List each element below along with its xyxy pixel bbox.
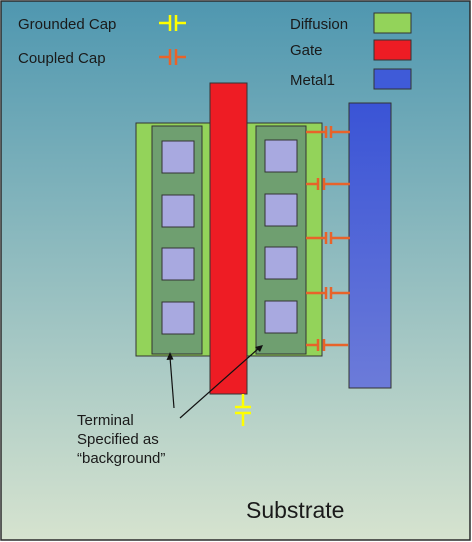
contact — [264, 300, 298, 334]
coupled-cap-legend-icon — [159, 49, 186, 65]
legend-gate-label: Gate — [290, 42, 323, 59]
legend-diffusion-label: Diffusion — [290, 16, 348, 33]
arrow-to-left-terminal — [169, 356, 175, 409]
terminal-annotation-line3: “background” — [77, 450, 165, 467]
grounded-cap-icon — [235, 394, 251, 426]
legend-metal1-label: Metal1 — [290, 72, 335, 89]
grounded-cap-legend-icon — [159, 15, 186, 31]
legend: Grounded Cap Coupled Cap Diffusion Gate … — [18, 12, 412, 90]
arrowhead-icon — [255, 345, 263, 352]
arrow-to-right-terminal — [179, 347, 260, 419]
terminal-annotation-line2: Specified as — [77, 431, 159, 448]
contact — [161, 194, 195, 228]
contact — [264, 193, 298, 227]
diffusion-swatch — [373, 12, 412, 34]
gate-poly — [209, 82, 248, 395]
contacts-right — [264, 139, 298, 334]
contact — [161, 301, 195, 335]
coupled-cap-icon — [306, 339, 348, 351]
contact — [161, 247, 195, 281]
coupled-caps — [306, 126, 350, 351]
coupled-cap-icon — [306, 178, 350, 190]
contact — [264, 246, 298, 280]
contacts-left — [161, 140, 195, 335]
legend-grounded-cap-label: Grounded Cap — [18, 16, 116, 33]
annotation-arrows — [166, 345, 263, 419]
terminal-annotation-line1: Terminal — [77, 412, 134, 429]
substrate-label: Substrate — [246, 497, 344, 523]
legend-coupled-cap-label: Coupled Cap — [18, 50, 106, 67]
contact — [161, 140, 195, 174]
coupled-cap-icon — [306, 126, 350, 138]
metal1-wire — [348, 102, 392, 389]
coupled-cap-icon — [306, 232, 350, 244]
coupled-cap-icon — [306, 287, 350, 299]
gate-swatch — [373, 39, 412, 61]
arrowhead-icon — [166, 352, 174, 360]
metal1-swatch — [373, 68, 412, 90]
contact — [264, 139, 298, 173]
